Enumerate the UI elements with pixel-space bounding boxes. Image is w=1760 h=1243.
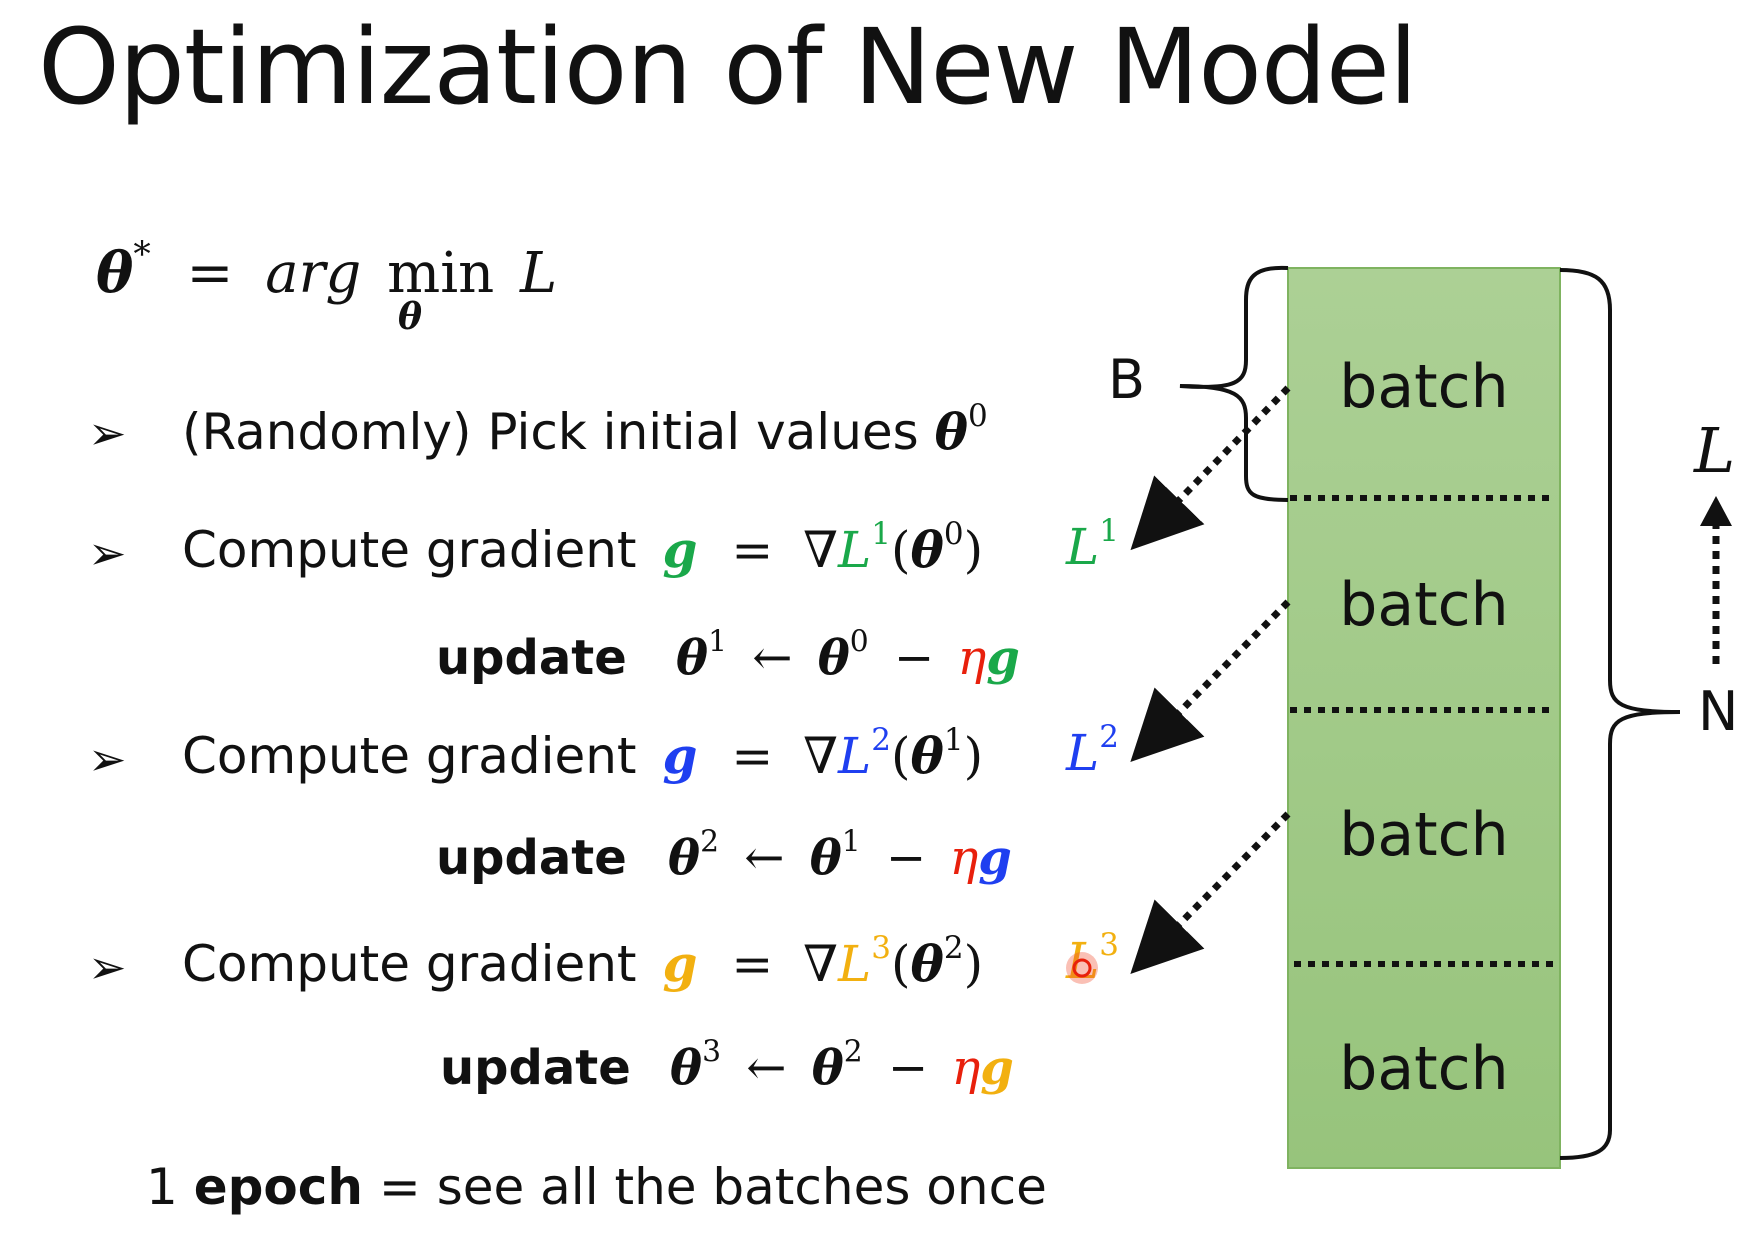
batch-to-loss-arrow-2	[1130, 599, 1291, 762]
dataset-block	[1287, 267, 1561, 1169]
update-line-1: update θ1 ← θ0 − ηg	[436, 624, 1020, 686]
pick-initial-line: (Randomly) Pick initial values θ0	[182, 397, 988, 461]
pointer-dot-center	[1072, 958, 1092, 978]
batch-to-loss-arrow-1	[1130, 385, 1291, 551]
update-line-2: update θ2 ← θ1 − ηg	[436, 824, 1012, 886]
compute-gradient-line-2: Compute gradient g = ∇L2(θ1)	[182, 721, 984, 785]
side-loss-label-2: L2	[1066, 718, 1119, 782]
side-loss-label-1: L1	[1066, 512, 1119, 576]
n-to-l-arrowhead	[1700, 496, 1732, 526]
epoch-definition: 1 epoch = see all the batches once	[146, 1158, 1047, 1216]
batch-size-brace	[1179, 265, 1289, 502]
batch-to-loss-arrow-3	[1130, 811, 1291, 974]
bullet-arrow-icon: ➢	[88, 732, 127, 786]
bullet-arrow-icon: ➢	[88, 526, 127, 580]
objective-formula: θ* = arg min L	[96, 234, 558, 306]
argmin-subscript: θ	[398, 296, 423, 338]
page-title: Optimization of New Model	[38, 6, 1418, 128]
compute-gradient-line-3: Compute gradient g = ∇L3(θ2)	[182, 929, 984, 993]
batch-label-3: batch	[1339, 800, 1509, 870]
batch-size-label: B	[1108, 348, 1146, 411]
batch-label-4: batch	[1339, 1034, 1509, 1104]
dataset-size-label: N	[1698, 680, 1739, 743]
update-line-3: update θ3 ← θ2 − ηg	[440, 1034, 1014, 1096]
side-loss-label-3: L3	[1066, 926, 1119, 990]
bullet-arrow-icon: ➢	[88, 406, 127, 460]
batch-label-2: batch	[1339, 570, 1509, 640]
dataset-size-brace	[1559, 268, 1681, 1160]
bullet-arrow-icon: ➢	[88, 940, 127, 994]
batch-label-1: batch	[1339, 352, 1509, 422]
compute-gradient-line-1: Compute gradient g = ∇L1(θ0)	[182, 515, 984, 579]
pointer-dot-icon	[1066, 952, 1098, 984]
total-loss-label: L	[1694, 414, 1736, 487]
